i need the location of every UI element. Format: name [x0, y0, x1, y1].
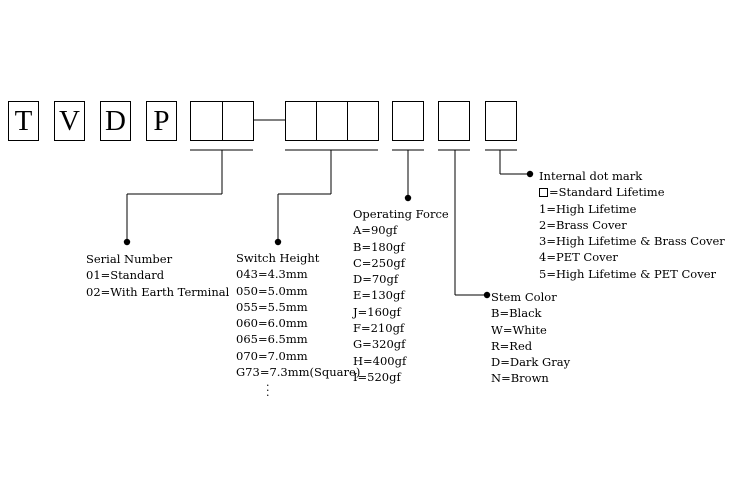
operating-force-option: C=250gf: [353, 255, 406, 270]
operating-force-option: F=210gf: [353, 321, 405, 336]
height-slot-box: [285, 101, 317, 141]
operating-force-option: A=90gf: [353, 223, 398, 238]
dot-slot-box: [485, 101, 517, 141]
operating-force-option: G=320gf: [353, 337, 406, 352]
stem-color-option: W=White: [491, 322, 547, 337]
more-options-ellipsis: · · ·: [266, 379, 270, 402]
serial-slot-box: [222, 101, 254, 141]
switch-height-option: 065=6.5mm: [236, 332, 308, 347]
switch-height-option: 043=4.3mm: [236, 267, 308, 282]
serial-number-title: Serial Number: [86, 252, 173, 266]
height-slot-box: [347, 101, 379, 141]
serial-number-option: 01=Standard: [86, 268, 165, 283]
switch-height-option: 050=5.0mm: [236, 283, 308, 298]
stem-slot-box: [438, 101, 470, 141]
stem-color-option: B=Black: [491, 306, 542, 321]
operating-force-option: H=400gf: [353, 353, 407, 368]
internal-dot-mark-option: 4=PET Cover: [539, 250, 618, 265]
internal-dot-mark-option: 5=High Lifetime & PET Cover: [539, 266, 716, 281]
force-slot-box: [392, 101, 424, 141]
switch-height-option: G73=7.3mm(Square): [236, 365, 361, 380]
operating-force-option: D=70gf: [353, 272, 399, 287]
standard-lifetime-label: =Standard Lifetime: [549, 185, 665, 200]
stem-color-option: N=Brown: [491, 371, 549, 386]
serial-number-option: 02=With Earth Terminal: [86, 284, 230, 299]
internal-dot-mark-legend: Internal dot mark =Standard Lifetime 1=H…: [539, 168, 725, 282]
prefix-letter-box: P: [146, 101, 177, 141]
switch-height-option: 060=6.0mm: [236, 316, 308, 331]
internal-dot-mark-option: =Standard Lifetime: [539, 184, 725, 200]
stem-color-title: Stem Color: [491, 290, 557, 304]
internal-dot-mark-option: 2=Brass Cover: [539, 217, 627, 232]
internal-dot-mark-option: 3=High Lifetime & Brass Cover: [539, 234, 725, 249]
operating-force-option: I=520gf: [353, 369, 401, 384]
internal-dot-mark-option: 1=High Lifetime: [539, 201, 637, 216]
operating-force-option: J=160gf: [353, 304, 401, 319]
prefix-letter-box: T: [8, 101, 39, 141]
operating-force-option: B=180gf: [353, 239, 405, 254]
height-slot-box: [316, 101, 348, 141]
operating-force-legend: Operating Force A=90gf B=180gf C=250gf D…: [353, 206, 449, 385]
internal-dot-mark-title: Internal dot mark: [539, 169, 643, 183]
switch-height-title: Switch Height: [236, 251, 320, 265]
prefix-letter-box: D: [100, 101, 131, 141]
serial-slot-box: [190, 101, 223, 141]
stem-color-option: D=Dark Gray: [491, 355, 571, 370]
empty-box-icon: [539, 188, 548, 198]
switch-height-option: 070=7.0mm: [236, 348, 308, 363]
stem-color-legend: Stem Color B=Black W=White R=Red D=Dark …: [491, 289, 570, 387]
prefix-letter-box: V: [54, 101, 85, 141]
operating-force-title: Operating Force: [353, 207, 449, 221]
operating-force-option: E=130gf: [353, 288, 405, 303]
switch-height-legend: Switch Height 043=4.3mm 050=5.0mm 055=5.…: [236, 250, 360, 380]
stem-color-option: R=Red: [491, 338, 533, 353]
serial-number-legend: Serial Number 01=Standard 02=With Earth …: [86, 251, 229, 300]
switch-height-option: 055=5.5mm: [236, 299, 308, 314]
